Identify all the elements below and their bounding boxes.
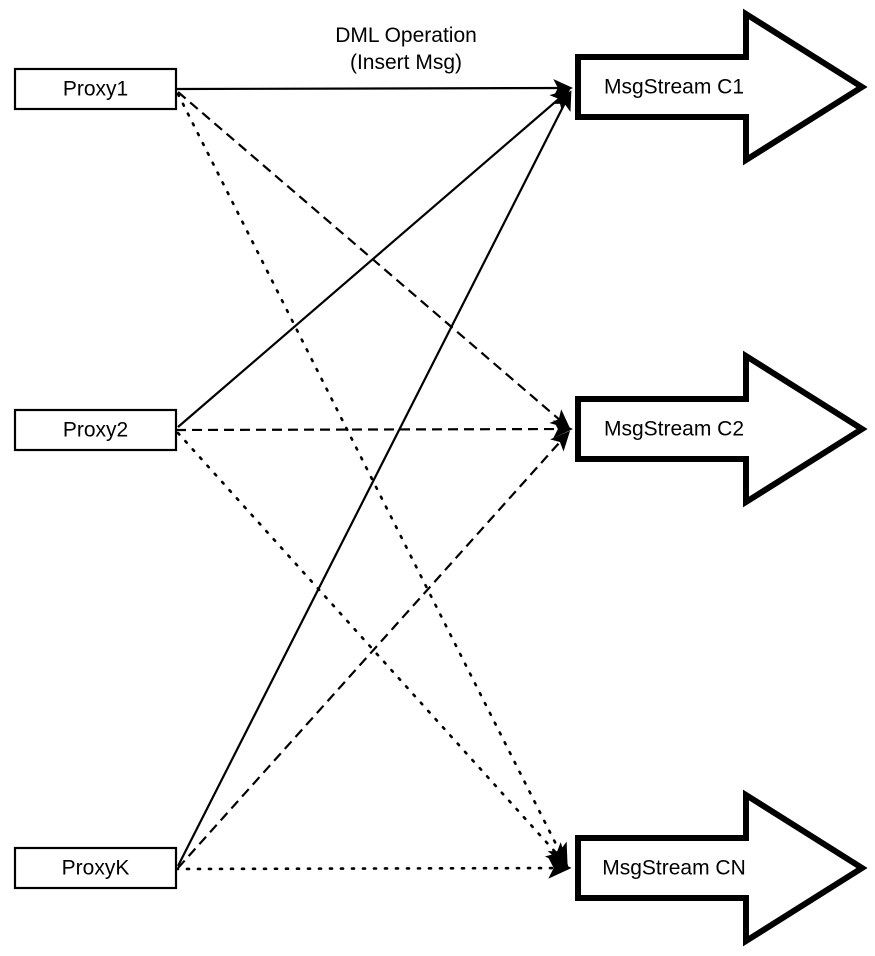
connection-proxy2-to-c1	[177, 88, 571, 428]
connection-proxyk-to-cn	[174, 857, 572, 879]
connection-proxy1-to-cn	[176, 92, 568, 868]
proxy-node-proxyk[interactable]: ProxyK	[13, 846, 178, 890]
msgstream-label-c1: MsgStream C1	[604, 76, 744, 99]
msgstream-c2[interactable]: MsgStream C2	[575, 350, 868, 508]
msgstream-c1[interactable]: MsgStream C1	[575, 8, 868, 166]
connection-proxy2-to-cn	[176, 431, 569, 867]
connections-layer	[174, 79, 574, 879]
connection-proxyk-to-c1	[177, 90, 572, 867]
msgstream-shape-cn	[575, 789, 868, 947]
proxy-box-proxy2	[13, 408, 178, 452]
proxy-label-proxyk: ProxyK	[62, 857, 130, 880]
connection-proxy1-to-c1	[175, 79, 574, 98]
connection-proxy2-to-c2	[175, 420, 574, 439]
edge-label-line1: DML Operation	[335, 24, 477, 47]
proxy-box-proxy1	[13, 67, 178, 111]
msgstream-cn[interactable]: MsgStream CN	[575, 789, 868, 947]
msgstream-shape-c1	[575, 8, 868, 166]
proxy-node-proxy2[interactable]: Proxy2	[13, 408, 178, 452]
msgstream-label-cn: MsgStream CN	[602, 857, 746, 880]
connection-proxyk-to-c2	[177, 430, 571, 869]
edge-label-line2: (Insert Msg)	[350, 51, 462, 74]
proxy-label-proxy2: Proxy2	[63, 419, 128, 442]
proxy-label-proxy1: Proxy1	[63, 78, 128, 101]
streams-layer: MsgStream C1 MsgStream C2 MsgStream CN	[575, 8, 868, 947]
msgstream-label-c2: MsgStream C2	[604, 418, 744, 441]
proxy-node-proxy1[interactable]: Proxy1	[13, 67, 178, 111]
proxy-box-proxyk	[13, 846, 178, 890]
msgstream-shape-c2	[575, 350, 868, 508]
edge-label-dml-operation: DML Operation (Insert Msg)	[335, 24, 477, 74]
